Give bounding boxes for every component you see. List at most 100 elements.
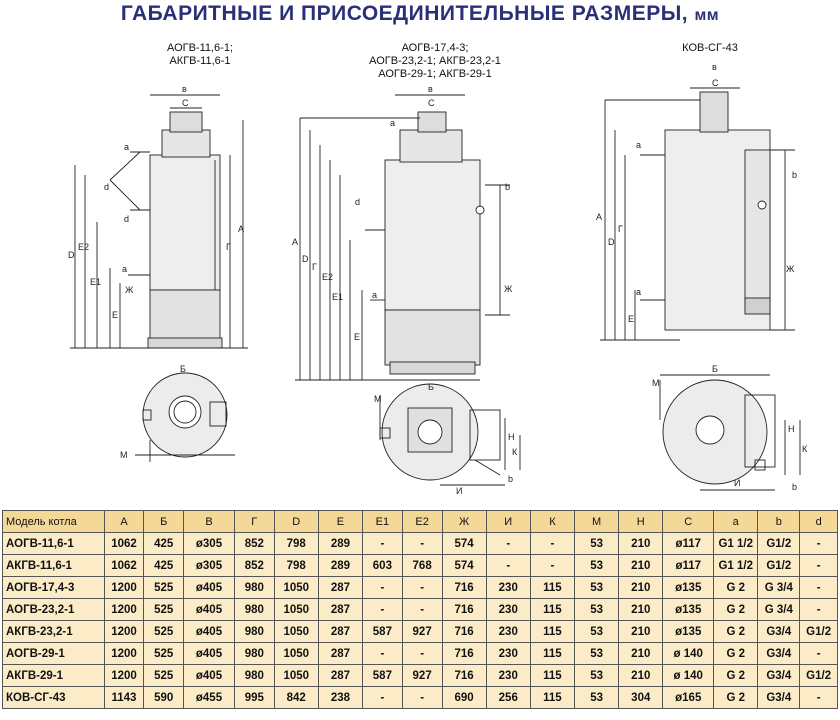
table-cell: 768 (401, 554, 443, 577)
table-cell: 287 (317, 598, 364, 621)
table-cell: 115 (529, 686, 576, 709)
caption-line: АОГВ-11,6-1; (166, 42, 234, 54)
table-cell: 852 (233, 554, 275, 577)
table-cell: 53 (574, 532, 620, 555)
table-cell: 1200 (103, 576, 145, 599)
table-cell: - (362, 576, 403, 599)
column-header: D (273, 510, 319, 533)
left-drawing-caption: АОГВ-11,6-1; АКГВ-11,6-1 (130, 42, 270, 68)
table-cell: - (529, 532, 576, 555)
column-header: Е (317, 510, 364, 533)
table-cell: 842 (273, 686, 319, 709)
dim-label: Е (354, 332, 360, 342)
dim-label: Г (226, 242, 231, 252)
table-cell: G 3/4 (757, 598, 801, 621)
table-cell: - (485, 554, 531, 577)
dim-label: Е2 (322, 272, 333, 282)
dim-label: Е1 (332, 292, 343, 302)
table-cell: G 2 (713, 664, 759, 687)
table-cell: 927 (401, 664, 443, 687)
dim-label: Е1 (90, 277, 101, 287)
column-header: Е1 (362, 510, 403, 533)
column-header: Г (233, 510, 275, 533)
column-header: М (574, 510, 620, 533)
table-cell: ø135 (662, 576, 715, 599)
table-cell: G1/2 (757, 554, 801, 577)
table-cell: 574 (441, 554, 487, 577)
column-header: К (529, 510, 576, 533)
table-cell: 980 (233, 620, 275, 643)
right-boiler-side-view (600, 87, 795, 341)
table-cell: 230 (485, 664, 531, 687)
model-name-cell: АКГВ-23,2-1 (2, 620, 105, 643)
table-cell: 238 (317, 686, 364, 709)
dim-label: а (636, 140, 641, 150)
table-cell: G 2 (713, 576, 759, 599)
dim-label: К (802, 444, 808, 454)
dim-label: Н (788, 424, 795, 434)
table-cell: ø117 (662, 532, 715, 555)
table-cell: G 2 (713, 642, 759, 665)
dim-label: C (712, 78, 719, 88)
table-cell: ø405 (183, 664, 235, 687)
dim-label: Б (428, 382, 434, 392)
dim-label: а (124, 142, 129, 152)
table-cell: ø 140 (662, 642, 715, 665)
caption-line: АКГВ-11,6-1 (169, 55, 231, 67)
right-drawing-caption: КОВ-СГ-43 (640, 42, 780, 55)
dim-label: К (512, 447, 518, 457)
table-cell: ø405 (183, 598, 235, 621)
table-cell: 716 (441, 576, 487, 599)
table-cell: 716 (441, 642, 487, 665)
dim-label: М (374, 394, 382, 404)
table-cell: 587 (362, 664, 403, 687)
table-cell: G1/2 (799, 620, 838, 643)
middle-boiler-side-view (295, 94, 510, 381)
table-cell: ø405 (183, 642, 235, 665)
table-cell: 1062 (103, 532, 145, 555)
table-cell: 210 (618, 598, 664, 621)
table-cell: 1050 (273, 664, 319, 687)
table-cell: 210 (618, 576, 664, 599)
dim-label: Е2 (78, 242, 89, 252)
table-cell: 980 (233, 664, 275, 687)
table-cell: 210 (618, 620, 664, 643)
dim-label: в (712, 62, 717, 72)
table-cell: ø405 (183, 620, 235, 643)
table-cell: 115 (529, 664, 576, 687)
table-cell: 1200 (103, 642, 145, 665)
column-header: Ж (441, 510, 487, 533)
table-cell: 53 (574, 576, 620, 599)
table-cell: 230 (485, 598, 531, 621)
table-cell: 716 (441, 598, 487, 621)
table-cell: 980 (233, 642, 275, 665)
table-cell: G1/2 (799, 664, 838, 687)
table-cell: G 3/4 (757, 576, 801, 599)
table-cell: 115 (529, 642, 576, 665)
table-cell: G3/4 (757, 620, 801, 643)
column-header: a (713, 510, 759, 533)
table-cell: 798 (273, 532, 319, 555)
table-cell: ø117 (662, 554, 715, 577)
table-cell: 1062 (103, 554, 145, 577)
table-cell: - (401, 598, 443, 621)
table-cell: - (799, 642, 838, 665)
table-cell: 525 (143, 598, 185, 621)
model-name-cell: АОГВ-17,4-3 (2, 576, 105, 599)
dim-label: А (596, 212, 602, 222)
table-cell: 115 (529, 576, 576, 599)
table-cell: - (362, 686, 403, 709)
table-cell: 1200 (103, 620, 145, 643)
table-cell: - (799, 554, 838, 577)
table-cell: - (401, 642, 443, 665)
table-cell: 587 (362, 620, 403, 643)
dim-label: а (122, 264, 127, 274)
right-boiler-top-view (659, 374, 801, 491)
table-cell: 1050 (273, 642, 319, 665)
table-cell: 980 (233, 576, 275, 599)
